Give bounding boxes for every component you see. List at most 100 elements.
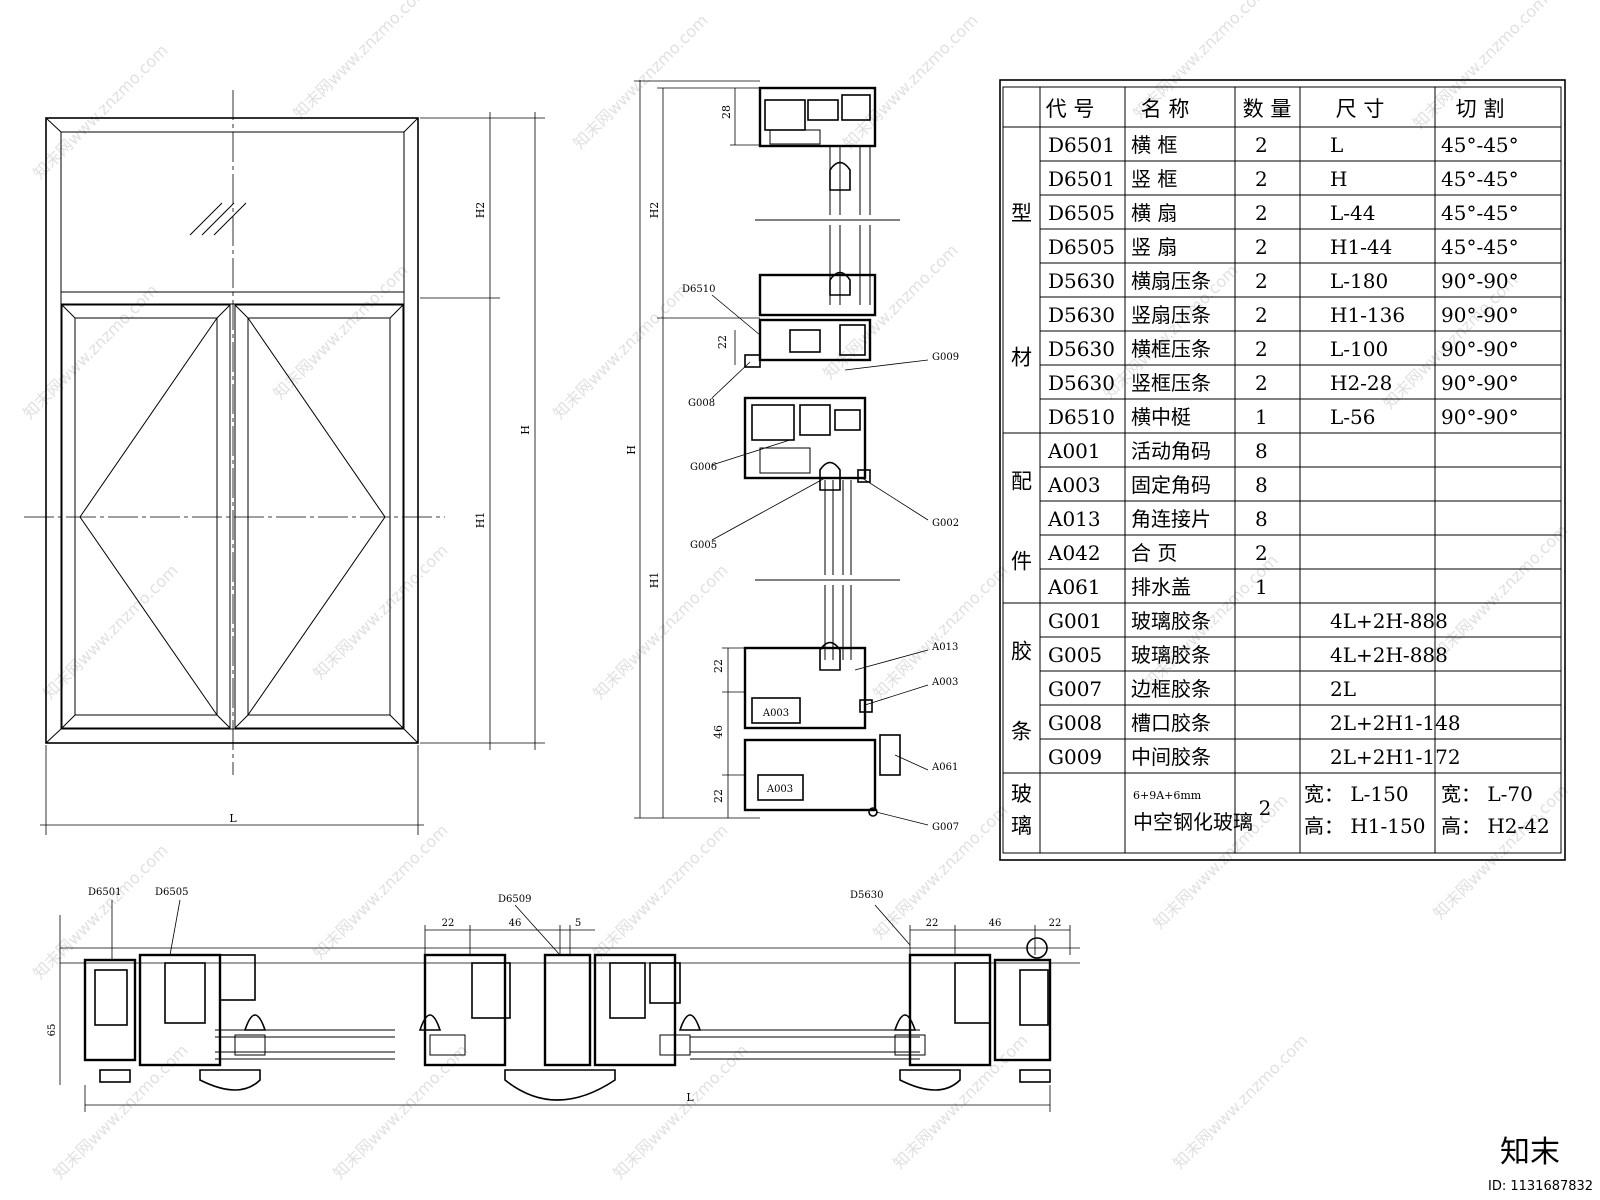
table-cut: 90°-90° xyxy=(1441,303,1519,327)
table-size: L-44 xyxy=(1330,201,1376,225)
vs-dim-22b: 22 xyxy=(712,659,725,673)
table-glass-size: 高： H2-42 xyxy=(1441,814,1550,838)
table-name: 竖框压条 xyxy=(1131,371,1211,395)
vs-inner-a003-2: A003 xyxy=(766,784,793,795)
table-qty: 2 xyxy=(1255,201,1268,225)
vs-dim-h: H xyxy=(625,445,638,455)
table-cut: 90°-90° xyxy=(1441,269,1519,293)
table-name: 边框胶条 xyxy=(1131,677,1211,701)
hs-dim-l: L xyxy=(686,1091,694,1104)
watermark-text: 知末网www.znzmo.com xyxy=(309,821,451,963)
table-name: 横 框 xyxy=(1131,133,1177,157)
table-cut: 90°-90° xyxy=(1441,405,1519,429)
table-group-label: 胶 xyxy=(1011,640,1032,664)
table-size: H2-28 xyxy=(1330,371,1392,395)
table-qty: 2 xyxy=(1255,303,1268,327)
hs-dim-22a: 22 xyxy=(442,918,455,929)
table-name: 竖 扇 xyxy=(1131,235,1177,259)
table-size: 4L+2H-888 xyxy=(1330,609,1448,633)
vs-callout-g005: G005 xyxy=(690,540,717,551)
table-qty: 2 xyxy=(1255,133,1268,157)
hs-dim-22b: 22 xyxy=(926,918,939,929)
watermark-text: 知末网www.znzmo.com xyxy=(1169,1031,1311,1173)
table-name: 中间胶条 xyxy=(1131,745,1211,769)
table-code: G001 xyxy=(1048,609,1102,633)
watermark-text: 知末网www.znzmo.com xyxy=(569,11,711,153)
table-name: 槽口胶条 xyxy=(1131,711,1211,735)
table-cut: 45°-45° xyxy=(1441,133,1519,157)
vs-callout-g007: G007 xyxy=(932,822,959,833)
table-size: L xyxy=(1330,133,1343,157)
vs-dim-46: 46 xyxy=(712,725,725,739)
table-name: 排水盖 xyxy=(1131,575,1191,599)
watermark-text: 知末网www.znzmo.com xyxy=(309,541,451,683)
vs-callout-a003: A003 xyxy=(931,677,958,688)
vs-callout-g008: G008 xyxy=(688,398,715,409)
table-header-4: 切 割 xyxy=(1456,97,1505,121)
table-code: G005 xyxy=(1048,643,1102,667)
table-size: H xyxy=(1330,167,1347,191)
table-size: L-180 xyxy=(1330,269,1388,293)
watermark-text: 知末网www.znzmo.com xyxy=(29,841,171,983)
table-group-label: 条 xyxy=(1011,720,1032,744)
table-qty: 8 xyxy=(1255,507,1268,531)
table-qty: 2 xyxy=(1255,371,1268,395)
vs-dim-h2: H2 xyxy=(648,202,661,219)
watermark-text: 知末网www.znzmo.com xyxy=(549,281,691,423)
table-header-0: 代 号 xyxy=(1046,97,1095,121)
table-name: 竖 框 xyxy=(1131,167,1177,191)
vertical-section: A003 A003 28 H2 H 22 H1 22 46 22 D6510 G… xyxy=(625,80,959,833)
table-qty: 2 xyxy=(1255,167,1268,191)
table-size: 2L xyxy=(1330,677,1356,701)
table-name: 合 页 xyxy=(1131,541,1177,565)
table-glass-name: 6+9A+6mm xyxy=(1133,789,1202,802)
table-name: 玻璃胶条 xyxy=(1131,609,1211,633)
watermark-text: 知末网www.znzmo.com xyxy=(19,281,161,423)
elev-h2-label: H2 xyxy=(474,202,487,219)
vs-dim-22c: 22 xyxy=(712,789,725,803)
elev-h-label: H xyxy=(519,425,532,435)
table-group-label: 型 xyxy=(1011,202,1032,226)
table-code: A003 xyxy=(1047,473,1101,497)
vs-callout-d6510: D6510 xyxy=(682,284,715,295)
vs-dim-h1: H1 xyxy=(648,572,661,589)
table-name: 横框压条 xyxy=(1131,337,1211,361)
table-qty: 1 xyxy=(1255,575,1268,599)
hs-dim-22c: 22 xyxy=(1049,918,1062,929)
table-name: 横 扇 xyxy=(1131,201,1177,225)
vs-callout-a013: A013 xyxy=(931,642,958,653)
hs-callout-d5630: D5630 xyxy=(850,890,883,901)
hs-dim-46b: 46 xyxy=(989,918,1002,929)
table-header-3: 尺 寸 xyxy=(1336,97,1385,121)
table-group-label: 件 xyxy=(1011,550,1032,574)
hs-callout-d6501: D6501 xyxy=(88,887,121,898)
hs-dim-65: 65 xyxy=(47,1024,58,1037)
table-qty: 2 xyxy=(1255,541,1268,565)
table-code: A013 xyxy=(1047,507,1101,531)
table-qty: 2 xyxy=(1255,235,1268,259)
table-code: D6505 xyxy=(1048,235,1115,259)
table-size: H1-136 xyxy=(1330,303,1405,327)
table-glass-size: 宽： L-70 xyxy=(1441,782,1533,806)
table-glass-size: 高： H1-150 xyxy=(1304,814,1425,838)
elev-h1-label: H1 xyxy=(474,512,487,529)
vs-callout-g002: G002 xyxy=(932,518,959,529)
table-glass-name: 中空钢化玻璃 xyxy=(1133,810,1253,834)
table-header-2: 数 量 xyxy=(1243,97,1292,121)
table-name: 活动角码 xyxy=(1131,439,1211,463)
table-code: D6501 xyxy=(1048,167,1115,191)
table-name: 角连接片 xyxy=(1131,507,1211,531)
table-group-label: 材 xyxy=(1011,346,1032,370)
watermark-text: 知末网www.znzmo.com xyxy=(329,1041,471,1183)
watermark-text: 知末网www.znzmo.com xyxy=(1429,521,1571,663)
table-size: L-56 xyxy=(1330,405,1376,429)
table-qty: 8 xyxy=(1255,473,1268,497)
watermark-text: 知末网www.znzmo.com xyxy=(589,821,731,963)
table-size: L-100 xyxy=(1330,337,1388,361)
vs-callout-g006: G006 xyxy=(690,462,717,473)
table-name: 横扇压条 xyxy=(1131,269,1211,293)
elev-width-label: L xyxy=(229,812,237,825)
window-elevation: L H2 H H1 xyxy=(24,90,545,835)
watermark-text: 知末网www.znzmo.com xyxy=(289,0,431,123)
